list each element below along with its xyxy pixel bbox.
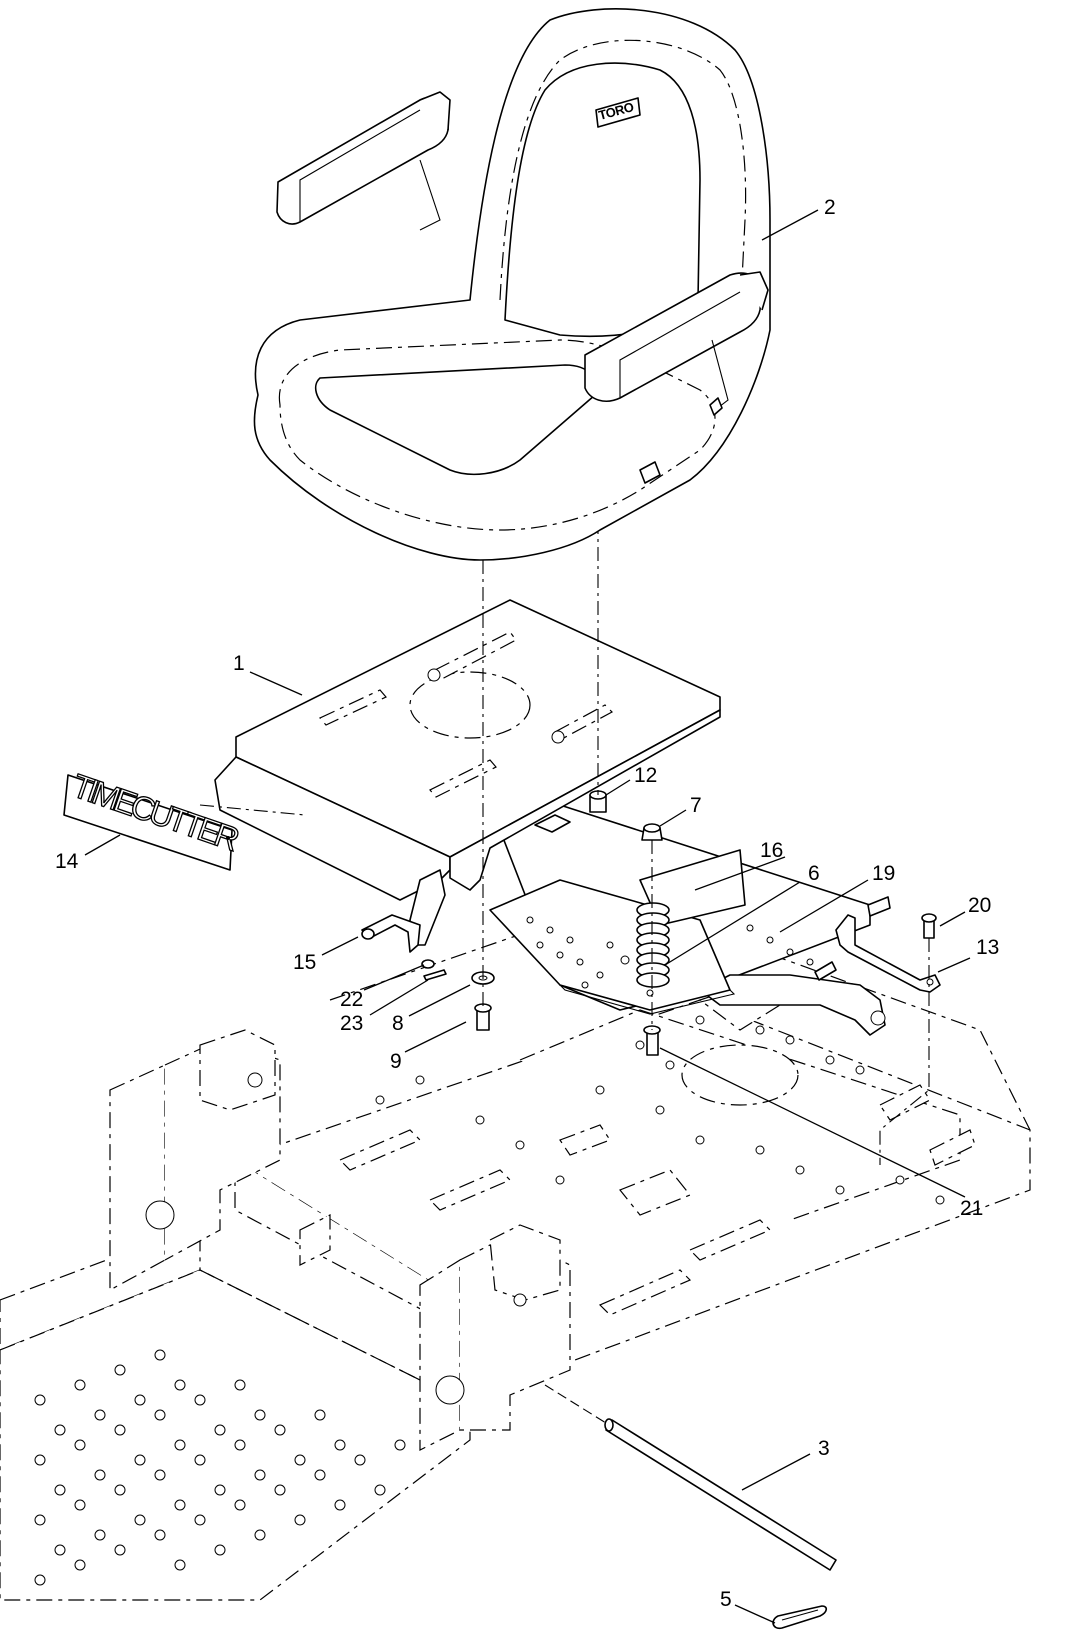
seat-pan <box>214 599 721 946</box>
callout-6: 6 <box>808 862 820 885</box>
floor-grip-holes <box>34 1349 406 1586</box>
seat-latch-rod <box>361 914 421 953</box>
callout-7: 7 <box>690 794 702 817</box>
seat-spring <box>636 902 670 988</box>
callout-14: 14 <box>55 850 79 873</box>
seat-base-plate <box>489 849 746 1015</box>
hairpin-cotter <box>772 1605 828 1630</box>
callout-19: 19 <box>872 862 895 885</box>
callout-16: 16 <box>760 839 783 862</box>
callout-9: 9 <box>390 1050 402 1073</box>
callout-15: 15 <box>293 951 316 974</box>
frame-mounting-holes <box>375 1015 945 1205</box>
callout-23: 23 <box>340 1012 363 1035</box>
callout-1: 1 <box>233 652 245 675</box>
callout-22: 22 <box>340 988 363 1011</box>
callout-20: 20 <box>968 894 991 917</box>
mower-frame <box>0 899 1031 1601</box>
callout-2: 2 <box>824 196 836 219</box>
latch-bracket <box>835 914 941 993</box>
seat: TORO <box>253 8 771 561</box>
callout-21: 21 <box>960 1197 983 1220</box>
leader-lines <box>84 209 971 1624</box>
callout-5: 5 <box>720 1588 732 1611</box>
callout-labels: 1 2 3 5 6 7 8 9 12 13 14 15 16 19 20 21 … <box>55 196 999 1611</box>
callout-12: 12 <box>634 764 657 787</box>
assembly-lines <box>199 520 930 1165</box>
callout-8: 8 <box>392 1012 404 1035</box>
callout-3: 3 <box>818 1437 830 1460</box>
rod <box>544 1384 837 1571</box>
callout-13: 13 <box>976 936 999 959</box>
